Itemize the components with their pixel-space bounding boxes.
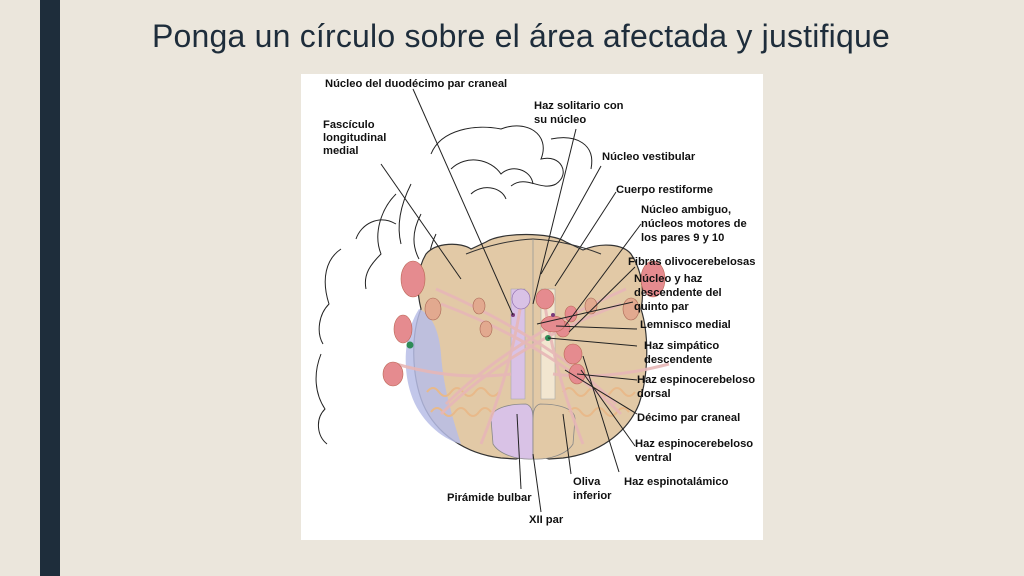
label-inferior-olive-line2: inferior — [573, 490, 612, 502]
lesion-area-blue — [405, 309, 461, 444]
pyramid-right — [532, 403, 576, 460]
label-mlf-line1: Fascículo — [323, 119, 375, 131]
pyramid-left — [490, 403, 534, 460]
label-dorsal-sc-line2: dorsal — [637, 388, 671, 400]
trigeminal-nucleus-left — [393, 314, 413, 344]
label-ambiguus-line1: Núcleo ambiguo, — [641, 204, 732, 216]
label-xii-nerve: XII par — [529, 514, 564, 526]
leader-lines — [380, 88, 642, 513]
nucleus-ambiguus-left — [479, 320, 493, 338]
trigeminal-tract-right — [564, 305, 578, 323]
label-ambiguus-line3: los pares 9 y 10 — [641, 232, 725, 244]
medulla-cross-section-figure: Núcleo del duodécimo par craneal Fascícu… — [301, 74, 763, 540]
label-sympathetic-line2: descendente — [644, 354, 713, 366]
label-medial-lemniscus: Lemnisco medial — [640, 319, 731, 331]
label-vagus: Décimo par craneal — [637, 412, 741, 424]
slide-title: Ponga un círculo sobre el área afectada … — [152, 18, 890, 54]
label-olivocerebellar: Fibras olivocerebelosas — [628, 256, 756, 268]
hypoglossal-nucleus-left — [511, 288, 531, 310]
label-ventral-sc-line2: ventral — [635, 452, 672, 464]
label-mlf-line2: longitudinal — [323, 132, 387, 144]
dorsal-spinocerebellar-left — [382, 361, 404, 387]
label-solitary-line2: su núcleo — [534, 114, 587, 126]
label-trigeminal-line1: Núcleo y haz — [634, 273, 703, 285]
label-trigeminal-line2: descendente del — [634, 287, 722, 299]
label-solitary-line1: Haz solitario con — [534, 100, 624, 112]
label-restiform: Cuerpo restiforme — [616, 184, 713, 196]
hypoglossal-nucleus-right — [535, 288, 555, 310]
label-sympathetic-line1: Haz simpático — [644, 340, 720, 352]
label-ventral-sc-line1: Haz espinocerebeloso — [635, 438, 754, 450]
label-dorsal-sc-line1: Haz espinocerebeloso — [637, 374, 756, 386]
slide-accent-bar — [40, 0, 60, 576]
descending-sympathetic-left — [406, 341, 414, 349]
label-hypoglossal-nucleus: Núcleo del duodécimo par craneal — [325, 78, 508, 90]
solitary-nucleus-right — [584, 297, 598, 315]
cerebellum-outline-sketch — [315, 125, 593, 445]
label-vestibular: Núcleo vestibular — [602, 151, 696, 163]
restiform-body-right — [640, 260, 666, 298]
label-inferior-olive-line1: Oliva — [573, 476, 601, 488]
ventral-spinocerebellar-right — [563, 343, 583, 365]
label-ambiguus-line2: núcleos motores de — [641, 218, 747, 230]
vestibular-nucleus-left — [424, 297, 442, 321]
medulla-diagram — [315, 88, 670, 513]
solitary-nucleus-left — [472, 297, 486, 315]
label-spinothalamic: Haz espinotalámico — [624, 476, 729, 488]
inferior-olive-left — [430, 407, 492, 417]
label-pyramid: Pirámide bulbar — [447, 492, 532, 504]
restiform-body-left — [400, 260, 426, 298]
label-mlf-line3: medial — [323, 145, 359, 157]
label-trigeminal-line3: quinto par — [634, 301, 689, 313]
